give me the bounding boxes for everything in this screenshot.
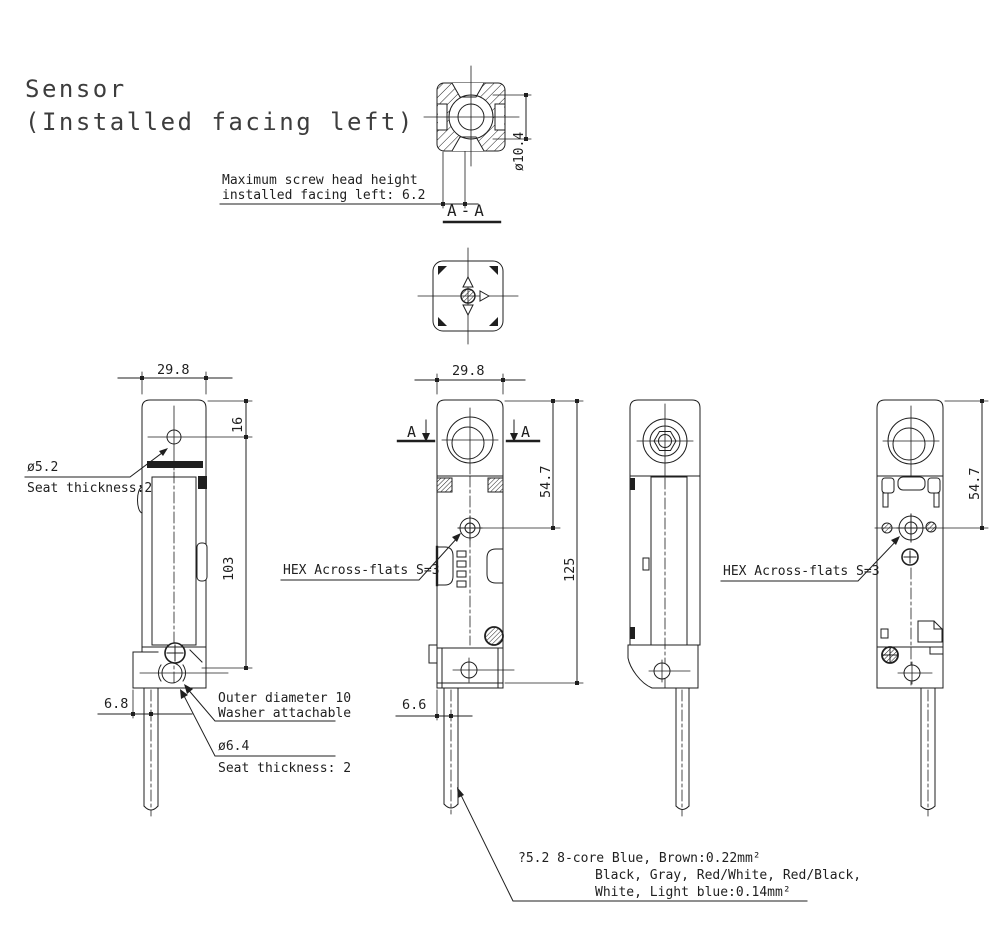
section-marker-left-text: A	[407, 423, 416, 441]
view1-side-tab	[198, 476, 207, 489]
view2-cable	[443, 687, 459, 815]
dim-dia-10-4: ø10.4	[492, 93, 532, 171]
view2-head-centerlines	[441, 407, 499, 475]
top-view-center-screw	[460, 288, 476, 304]
section-marker-right-text: A	[521, 423, 530, 441]
view1-hole-centerlines	[147, 405, 253, 471]
note-washer-line1: Outer diameter 10	[218, 691, 351, 706]
title-block: Sensor (Installed facing left)	[25, 75, 415, 136]
view3-left-tab-top	[630, 478, 635, 490]
view1-bottom-screw	[164, 642, 186, 664]
note-hex-left: HEX Across-flats S=3	[280, 533, 461, 581]
note-max-screw-line2: installed facing left: 6.2	[222, 188, 426, 203]
view1-bracket-lines	[141, 646, 253, 669]
note-cable-line2: Black, Gray, Red/White, Red/Black,	[595, 868, 861, 883]
view4-hex-screw-assembly	[874, 513, 989, 543]
section-view-aa: ø10.4 A-A	[423, 65, 532, 224]
view1-washer	[139, 662, 229, 684]
view4-top-tabs	[881, 476, 941, 508]
dim-16-text: 16	[230, 417, 246, 433]
drawing-title-line2: (Installed facing left)	[25, 108, 415, 136]
view4-flag-plate	[917, 620, 943, 643]
view2-bracket	[428, 644, 515, 689]
dim-6-8-text: 6.8	[104, 696, 128, 712]
view4-outline	[876, 399, 944, 689]
top-view	[417, 247, 519, 345]
view2-seal-left	[436, 477, 453, 493]
view2-right-tab	[486, 548, 504, 584]
note-cable-spec: ?5.2 8-core Blue, Brown:0.22mm² Black, G…	[457, 787, 861, 902]
view3-left-tab-bottom	[630, 627, 635, 639]
dim-view2-width: 29.8	[414, 363, 526, 395]
dim-view2-width-text: 29.8	[452, 363, 485, 379]
dim-view2-cable-offset: 6.6	[395, 689, 473, 721]
note-seat64-line2: Seat thickness: 2	[218, 761, 351, 776]
side-view-left: 29.8 16 103 6.8 ø5.2 Seat thickness:2 Ou…	[24, 362, 351, 817]
dim-6-6-text: 6.6	[402, 697, 426, 713]
note-max-screw-head: Maximum screw head height installed faci…	[219, 149, 479, 209]
dim-54-7-v4-text: 54.7	[967, 467, 983, 500]
top-view-corner-marks	[438, 266, 498, 326]
rear-view	[627, 399, 701, 817]
note-cable-line1: ?5.2 8-core Blue, Brown:0.22mm²	[518, 851, 761, 866]
dim-view2-125: 125	[504, 399, 584, 685]
view4-small-port	[880, 628, 889, 639]
dim-54-7-v2-text: 54.7	[538, 465, 554, 498]
view4-cable	[920, 687, 936, 817]
view1-cable	[143, 687, 159, 817]
top-view-direction-arrows	[462, 275, 491, 317]
dim-view4-54-7: 54.7	[944, 399, 989, 530]
view4-head-inner	[892, 427, 926, 461]
note-cable-leader	[457, 788, 808, 902]
note-cable-line3: White, Light blue:0.14mm²	[595, 885, 791, 900]
view4-head-centerlines	[882, 405, 940, 477]
view4-bracket	[876, 646, 944, 685]
dim-view2-54-7: 54.7	[504, 399, 584, 530]
note-seat52-line2: Seat thickness:2	[27, 481, 152, 496]
view2-seal-right	[487, 477, 504, 493]
extension-lines	[442, 149, 466, 209]
view2-hex-screw	[457, 515, 561, 541]
note-washer-line2: Washer attachable	[218, 706, 351, 721]
view3-cable	[675, 687, 690, 817]
view3-bracket-hole	[648, 659, 691, 683]
view1-right-tab	[196, 542, 208, 582]
dim-view1-width: 29.8	[117, 362, 233, 395]
front-view: A A 29.8 54.7	[280, 363, 584, 815]
note-hex-right: HEX Across-flats S=3	[720, 536, 900, 582]
dim-view1-width-text: 29.8	[157, 362, 190, 378]
view3-plate-notch	[642, 557, 650, 571]
section-centerlines	[423, 65, 520, 167]
dim-view1-chain-16-103: 16 103	[207, 399, 253, 670]
dim-markers	[441, 202, 467, 206]
view2-vent-squares	[456, 550, 467, 588]
section-label: A-A	[447, 201, 488, 220]
dim-dia-10-4-text: ø10.4	[512, 132, 527, 171]
section-marker-left: A	[396, 419, 436, 443]
dim-view1-cable-offset: 6.8	[97, 689, 193, 719]
section-marker-right: A	[505, 419, 541, 443]
note-seat-6-4: ø6.4 Seat thickness: 2	[180, 689, 351, 776]
drawing-title-line1: Sensor	[25, 75, 127, 103]
note-hex-right-text: HEX Across-flats S=3	[723, 564, 880, 579]
dim-125-text: 125	[562, 558, 578, 582]
view3-label-plate	[650, 476, 688, 646]
right-side-view: 54.7 HEX Across-flats S=3	[720, 399, 989, 817]
note-seat64-line1: ø6.4	[218, 739, 249, 754]
view2-lower-screw	[484, 626, 504, 646]
view3-head-centerlines	[636, 403, 694, 479]
note-seat-5-2: ø5.2 Seat thickness:2	[24, 448, 168, 496]
note-seat52-line1: ø5.2	[27, 460, 58, 475]
view4-lower-adjuster	[901, 548, 919, 566]
view1-slot-bar	[147, 461, 203, 468]
note-max-screw-line1: Maximum screw head height	[222, 173, 418, 188]
dim-103-text: 103	[221, 557, 237, 581]
note-hex-left-text: HEX Across-flats S=3	[283, 563, 440, 578]
note-washer: Outer diameter 10 Washer attachable	[184, 684, 351, 722]
view2-head-inner	[451, 426, 485, 460]
view1-left-bump	[137, 486, 143, 514]
